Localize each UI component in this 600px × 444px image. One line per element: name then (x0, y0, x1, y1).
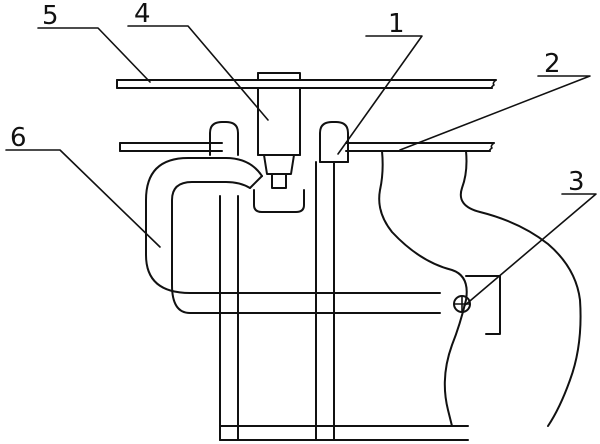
callout-5: 5 (42, 1, 59, 31)
leader-2 (399, 75, 591, 151)
nozzle-assembly (253, 72, 305, 213)
callout-labels: 5 4 1 2 3 6 (10, 0, 585, 197)
curved-pipe-part-6 (145, 157, 441, 314)
callout-2: 2 (544, 49, 561, 79)
callout-3: 3 (568, 167, 585, 197)
leader-5 (37, 27, 151, 83)
leader-3 (463, 193, 597, 307)
leader-6 (5, 149, 161, 248)
housing-body (378, 150, 582, 427)
top-plate (116, 79, 497, 89)
callout-4: 4 (134, 0, 151, 29)
middle-plate (119, 142, 495, 152)
callout-6: 6 (10, 123, 27, 153)
callout-1: 1 (388, 9, 405, 39)
left-block (209, 121, 239, 441)
pivot-bracket-part-3 (453, 275, 501, 335)
leader-1 (337, 35, 423, 155)
right-block-part-1 (315, 121, 349, 441)
leader-lines (5, 25, 597, 307)
base-plate (219, 425, 469, 441)
leader-4 (127, 25, 269, 121)
